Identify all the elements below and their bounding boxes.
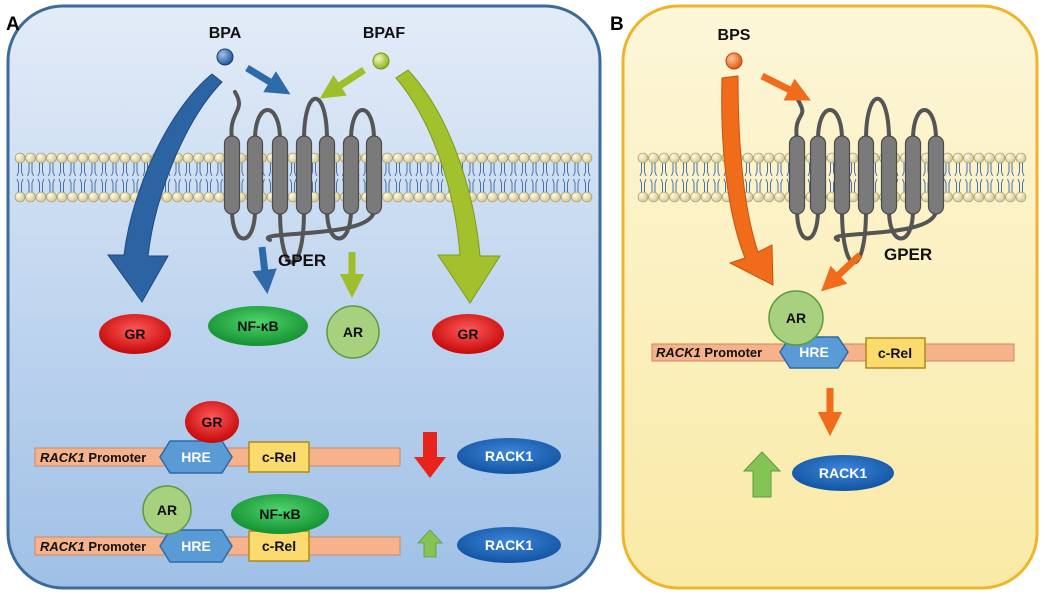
bpa-label: BPA [209, 25, 242, 42]
hre-2 [159, 529, 233, 563]
nfkb-bound-node [231, 494, 329, 534]
gr-left-node [99, 314, 171, 354]
ar-node [326, 305, 380, 359]
gr-left-label: GR [125, 326, 146, 342]
bpaf-to-gper-arrow [319, 67, 366, 99]
gper-receptor-a [223, 90, 383, 265]
rack1-node-b-label: RACK1 [819, 465, 867, 481]
nfkb-node [208, 306, 308, 346]
hre-2-label: HRE [181, 538, 211, 554]
bps-label: BPS [718, 27, 751, 44]
rack1-up-arrow-small [417, 529, 443, 558]
svg-text:RACK1 Promoter: RACK1 Promoter [40, 450, 146, 465]
gper-receptor-b [788, 96, 945, 265]
gr-right-label: GR [458, 326, 479, 342]
gr-bound-label: GR [202, 414, 223, 430]
bpaf-ligand [372, 52, 390, 70]
hre-b-label: HRE [799, 344, 829, 360]
bps-to-gper-arrow [760, 72, 811, 101]
crel-b-label: c-Rel [878, 345, 912, 361]
ar-bound-node-b [768, 290, 824, 346]
ar-bound-label-b: AR [786, 310, 806, 326]
gr-right-node [432, 314, 504, 354]
crel-b [865, 337, 926, 369]
ar-bound-label-a: AR [157, 502, 177, 518]
crel-2 [248, 530, 310, 562]
promoter-1-gene: RACK1 [40, 450, 85, 465]
crel-2-label: c-Rel [262, 538, 296, 554]
rack1-promoter-b: RACK1 Promoter HRE c-Rel AR [651, 290, 1015, 369]
promoter-2-gene: RACK1 [40, 539, 85, 554]
promoter-b-suffix: Promoter [701, 345, 762, 360]
svg-text:RACK1 Promoter: RACK1 Promoter [40, 539, 146, 554]
gper-label-a: GPER [278, 251, 326, 270]
promoter-1-suffix: Promoter [85, 450, 146, 465]
rack1-node-1 [457, 438, 561, 474]
panel-b-background [621, 4, 1039, 590]
nfkb-bound-label: NF-κB [259, 506, 300, 522]
ar-label: AR [343, 324, 363, 340]
bpa-ligand [216, 48, 234, 66]
crel-1-label: c-Rel [262, 449, 296, 465]
hre-1-label: HRE [181, 449, 211, 465]
rack1-promoter-2: RACK1 Promoter HRE c-Rel AR NF-κB [34, 485, 401, 563]
ar-bound-node-a [142, 485, 192, 535]
bpaf-to-gr-arrow [395, 69, 501, 304]
gper-to-nfkb-arrow [252, 246, 277, 295]
rack1-node-2-label: RACK1 [485, 537, 533, 553]
panel-b-letter: B [610, 14, 624, 35]
gper-label-b: GPER [884, 245, 932, 264]
gper-to-ar-arrow-b [821, 252, 863, 292]
rack1-node-b [792, 455, 894, 491]
bpaf-label: BPAF [363, 25, 406, 42]
promoter-b-gene: RACK1 [656, 345, 701, 360]
rack1-node-2 [457, 527, 561, 563]
membrane-a [14, 152, 593, 203]
gr-bound-node [185, 401, 239, 443]
rack1-promoter-1: RACK1 Promoter HRE c-Rel GR [34, 401, 401, 474]
panel-a-letter: A [6, 14, 20, 35]
bpa-to-gper-arrow [245, 65, 291, 95]
promoter-2-suffix: Promoter [85, 539, 146, 554]
nfkb-label: NF-κB [237, 318, 278, 334]
rack1-node-1-label: RACK1 [485, 448, 533, 464]
bpa-to-gr-arrow [107, 73, 223, 303]
bps-to-promoter-arrow [721, 75, 774, 286]
bps-ligand [725, 52, 743, 70]
crel-1 [248, 441, 310, 473]
rack1-down-arrow [414, 432, 446, 478]
rack1-up-arrow-large [742, 451, 782, 498]
svg-text:RACK1 Promoter: RACK1 Promoter [656, 345, 762, 360]
